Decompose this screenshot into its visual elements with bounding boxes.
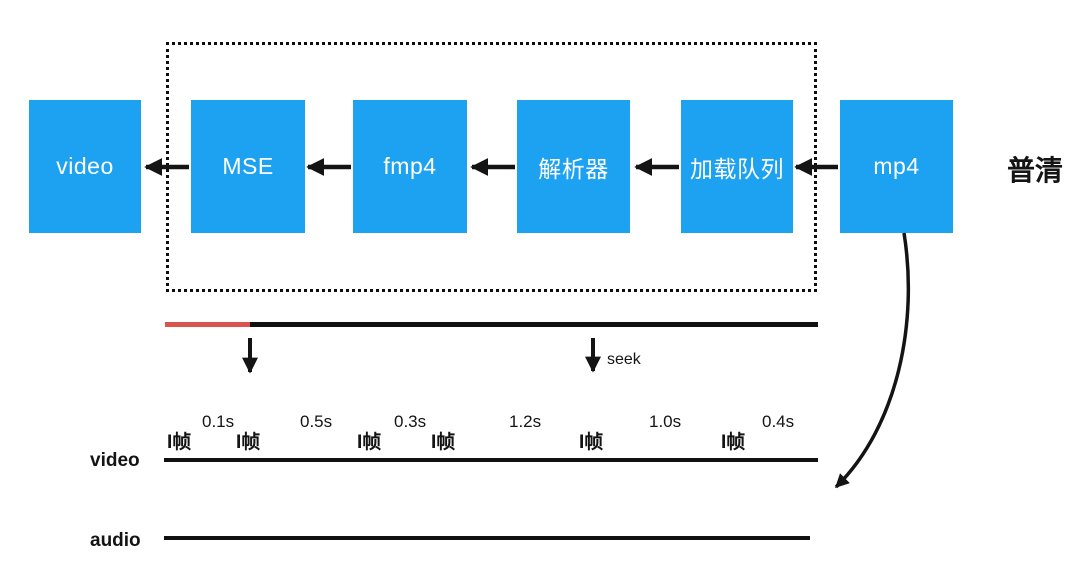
mp4-to-timeline-curved-arrow (834, 232, 911, 489)
audio-track-line (164, 536, 810, 540)
fmp4-box-label: fmp4 (383, 153, 437, 179)
duration-label-5: 1.0s (649, 412, 682, 431)
video-element-box-label: video (56, 153, 114, 179)
duration-label-1: 0.1s (202, 412, 235, 431)
iframe-marker-1: I帧 (167, 432, 192, 453)
iframe-marker-6: I帧 (721, 432, 746, 453)
duration-label-3: 0.3s (394, 412, 427, 431)
iframe-marker-5: I帧 (579, 432, 604, 453)
audio-track-label: audio (90, 530, 141, 551)
mse-box-label: MSE (222, 153, 274, 179)
buffered-range-bar (165, 322, 250, 327)
unbuffered-range-bar (250, 322, 818, 327)
duration-label-2: 0.5s (300, 412, 333, 431)
duration-label-6: 0.4s (762, 412, 795, 431)
parser-box: 解析器 (517, 100, 630, 233)
video-track-line (164, 458, 818, 462)
parser-box-label: 解析器 (538, 155, 609, 182)
quality-label: 普清 (1007, 155, 1064, 186)
iframe-marker-4: I帧 (431, 432, 456, 453)
video-track-label: video (90, 450, 140, 471)
iframe-marker-3: I帧 (357, 432, 382, 453)
seek-label: seek (607, 351, 641, 368)
duration-label-4: 1.2s (509, 412, 542, 431)
mse-box: MSE (191, 100, 305, 233)
video-element-box: video (29, 100, 141, 233)
mp4-source-box: mp4 (840, 100, 953, 233)
load-queue-box-label: 加载队列 (690, 155, 784, 182)
load-queue-box: 加载队列 (681, 100, 793, 233)
mp4-source-box-label: mp4 (873, 153, 920, 179)
fmp4-box: fmp4 (353, 100, 467, 233)
iframe-marker-2: I帧 (236, 432, 261, 453)
